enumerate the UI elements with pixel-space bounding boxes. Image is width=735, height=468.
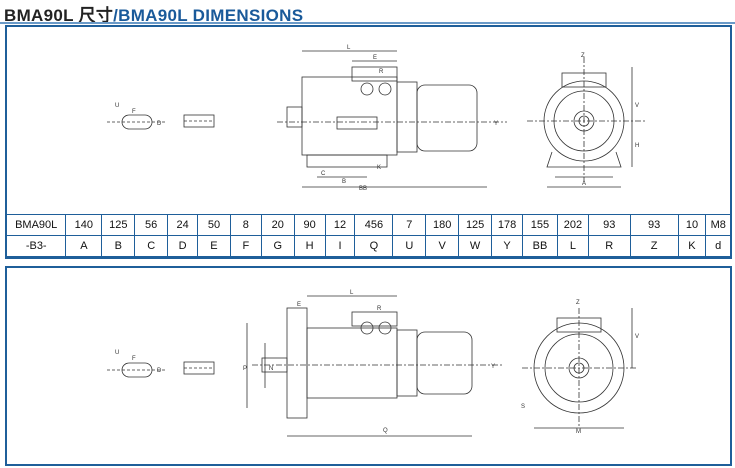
value-cell: 202 bbox=[556, 214, 589, 236]
value-cell: 90 bbox=[293, 214, 326, 236]
key-cell: Z bbox=[629, 235, 679, 257]
key-cell: E bbox=[197, 235, 231, 257]
svg-text:E: E bbox=[297, 302, 301, 308]
value-cell: 20 bbox=[260, 214, 295, 236]
value-cell: 24 bbox=[167, 214, 199, 236]
value-cell: 180 bbox=[425, 214, 460, 236]
svg-text:BB: BB bbox=[359, 186, 367, 192]
title-en: /BMA90L DIMENSIONS bbox=[113, 6, 304, 25]
value-cell: 140 bbox=[65, 214, 103, 236]
title-divider bbox=[0, 22, 735, 24]
svg-text:K: K bbox=[377, 165, 381, 171]
key-cell: R bbox=[587, 235, 631, 257]
title-cn: BMA90L 尺寸 bbox=[4, 6, 114, 25]
dimension-table: BMA90L 140 125 56 24 50 8 20 90 12 456 7… bbox=[7, 214, 730, 257]
key-cell: d bbox=[705, 235, 730, 257]
svg-text:M: M bbox=[576, 429, 581, 435]
svg-text:Z: Z bbox=[576, 300, 580, 306]
svg-text:R: R bbox=[379, 69, 384, 75]
svg-text:S: S bbox=[521, 404, 525, 410]
value-cell: 155 bbox=[522, 214, 558, 236]
key-cell: G bbox=[260, 235, 295, 257]
value-cell: 93 bbox=[629, 214, 679, 236]
svg-text:P: P bbox=[243, 366, 247, 372]
key-cell: B bbox=[101, 235, 136, 257]
svg-text:V: V bbox=[635, 334, 639, 340]
key-cell: L bbox=[556, 235, 589, 257]
mount-cell: -B3- bbox=[7, 235, 67, 257]
svg-text:F: F bbox=[132, 109, 136, 115]
b5-motor-drawing: L E R Y P N Q Z V M S F U D bbox=[107, 290, 639, 437]
key-cell: K bbox=[677, 235, 707, 257]
b5-dimensions-panel: L E R Y P N Q Z V M S F U D bbox=[5, 266, 732, 466]
table-row-values: BMA90L 140 125 56 24 50 8 20 90 12 456 7… bbox=[7, 214, 730, 236]
key-cell: U bbox=[392, 235, 427, 257]
key-cell: V bbox=[425, 235, 460, 257]
svg-text:D: D bbox=[157, 121, 162, 127]
key-cell: H bbox=[293, 235, 326, 257]
value-cell: 456 bbox=[354, 214, 394, 236]
key-cell: A bbox=[65, 235, 103, 257]
svg-text:H: H bbox=[635, 143, 639, 149]
svg-text:E: E bbox=[373, 55, 377, 61]
svg-text:U: U bbox=[115, 350, 119, 356]
value-cell: 178 bbox=[491, 214, 524, 236]
svg-text:L: L bbox=[350, 290, 354, 296]
key-cell: BB bbox=[522, 235, 558, 257]
svg-text:Y: Y bbox=[494, 121, 498, 127]
key-cell: I bbox=[324, 235, 356, 257]
value-cell: 7 bbox=[392, 214, 427, 236]
svg-text:Z: Z bbox=[581, 53, 585, 59]
value-cell: M8 bbox=[705, 214, 730, 236]
svg-text:A: A bbox=[582, 181, 586, 187]
svg-text:B: B bbox=[342, 179, 346, 185]
key-cell: F bbox=[229, 235, 262, 257]
svg-text:N: N bbox=[269, 366, 273, 372]
value-cell: 12 bbox=[324, 214, 356, 236]
table-row-keys: -B3- A B C D E F G H I Q U V W Y BB L R … bbox=[7, 235, 730, 257]
value-cell: 93 bbox=[587, 214, 631, 236]
dim-label-l: L bbox=[347, 45, 351, 51]
svg-text:C: C bbox=[321, 171, 326, 177]
svg-text:D: D bbox=[157, 368, 162, 374]
model-cell: BMA90L bbox=[7, 214, 67, 236]
svg-text:F: F bbox=[132, 356, 136, 362]
value-cell: 8 bbox=[229, 214, 262, 236]
svg-text:R: R bbox=[377, 306, 382, 312]
key-cell: D bbox=[167, 235, 199, 257]
svg-text:Q: Q bbox=[383, 428, 388, 434]
value-cell: 125 bbox=[458, 214, 493, 236]
value-cell: 10 bbox=[677, 214, 707, 236]
key-cell: Y bbox=[491, 235, 524, 257]
key-cell: Q bbox=[354, 235, 394, 257]
page-title: BMA90L 尺寸/BMA90L DIMENSIONS bbox=[4, 1, 303, 26]
svg-text:U: U bbox=[115, 103, 119, 109]
svg-text:V: V bbox=[635, 103, 639, 109]
svg-text:Y: Y bbox=[491, 364, 495, 370]
key-cell: W bbox=[458, 235, 493, 257]
value-cell: 56 bbox=[134, 214, 169, 236]
key-cell: C bbox=[134, 235, 169, 257]
value-cell: 50 bbox=[197, 214, 231, 236]
value-cell: 125 bbox=[101, 214, 136, 236]
